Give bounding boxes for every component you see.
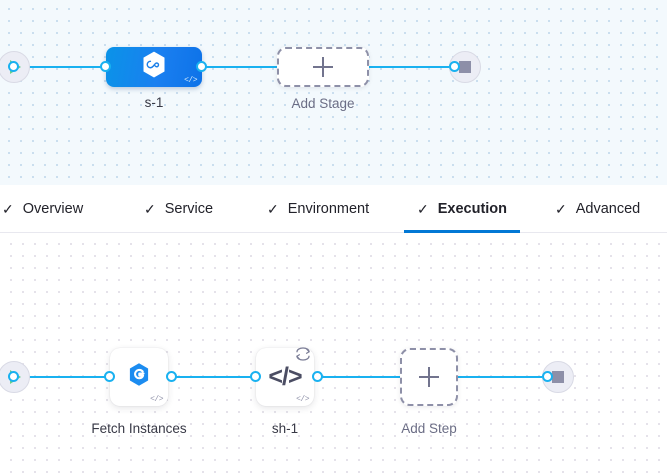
- edge-fetch-to-sh1: [170, 376, 260, 378]
- port-start-out[interactable]: [8, 61, 19, 72]
- tab-environment-label: Environment: [287, 201, 370, 217]
- port-exec-end-in[interactable]: [542, 371, 553, 382]
- edge-stage-to-addstage: [198, 66, 282, 68]
- tab-advanced-label: Advanced: [575, 201, 641, 217]
- tab-advanced[interactable]: ✓ Advanced: [553, 185, 642, 233]
- stage-graph-canvas[interactable]: </> s-1 Add Stage: [0, 0, 667, 185]
- port-sh1-in[interactable]: [250, 371, 261, 382]
- check-icon: ✓: [144, 201, 156, 217]
- edge-sh1-to-addstep: [316, 376, 402, 378]
- check-icon: ✓: [2, 201, 14, 217]
- add-step-button[interactable]: [400, 348, 458, 406]
- step-yaml-badge: </>: [150, 395, 163, 404]
- tab-service[interactable]: ✓ Service: [142, 185, 215, 233]
- port-stage-in[interactable]: [100, 61, 111, 72]
- step-node-fetch-instances[interactable]: </>: [110, 348, 168, 406]
- port-end-in[interactable]: [449, 61, 460, 72]
- edge-addstep-to-exec-end: [458, 376, 548, 378]
- tab-overview-label: Overview: [22, 201, 84, 217]
- check-icon: ✓: [416, 201, 429, 217]
- harness-hexagon-infinity-icon: [139, 50, 169, 85]
- step-yaml-badge: </>: [296, 395, 309, 404]
- port-stage-out[interactable]: [196, 61, 207, 72]
- edge-exec-start-to-fetch: [22, 376, 114, 378]
- step-node-sh-1[interactable]: </> </>: [256, 348, 314, 406]
- stage-node-s-1[interactable]: </>: [106, 47, 202, 87]
- add-step-label: Add Step: [401, 421, 457, 436]
- tab-execution[interactable]: ✓ Execution: [404, 185, 520, 233]
- step-label-fetch-instances: Fetch Instances: [91, 421, 187, 436]
- plus-icon: [419, 367, 439, 387]
- execution-graph-canvas[interactable]: </> Fetch Instances </> </> sh-1 Add Ste…: [0, 233, 667, 475]
- stage-node-label-s-1: s-1: [144, 95, 164, 110]
- check-icon: ✓: [267, 201, 279, 217]
- tab-overview[interactable]: ✓ Overview: [0, 185, 85, 233]
- stage-yaml-badge: </>: [184, 76, 197, 85]
- edge-addstage-to-end: [369, 66, 455, 68]
- add-stage-label: Add Stage: [291, 96, 355, 111]
- tab-execution-label: Execution: [437, 201, 508, 217]
- check-icon: ✓: [555, 201, 567, 217]
- port-fetch-out[interactable]: [166, 371, 177, 382]
- stop-icon: [459, 61, 471, 73]
- port-fetch-in[interactable]: [104, 371, 115, 382]
- edge-start-to-stage: [22, 66, 112, 68]
- shell-script-icon: </>: [268, 362, 302, 391]
- plus-icon: [313, 57, 333, 77]
- port-exec-start-out[interactable]: [8, 371, 19, 382]
- loop-retry-icon: [294, 345, 312, 368]
- stop-icon: [552, 371, 564, 383]
- port-sh1-out[interactable]: [312, 371, 323, 382]
- add-stage-button[interactable]: [277, 47, 369, 87]
- tab-service-label: Service: [164, 201, 214, 217]
- tab-environment[interactable]: ✓ Environment: [265, 185, 371, 233]
- harness-hexagon-e-icon: [126, 362, 152, 393]
- stage-config-tabbar: ✓ Overview ✓ Service ✓ Environment ✓ Exe…: [0, 185, 667, 233]
- step-label-sh-1: sh-1: [271, 421, 299, 436]
